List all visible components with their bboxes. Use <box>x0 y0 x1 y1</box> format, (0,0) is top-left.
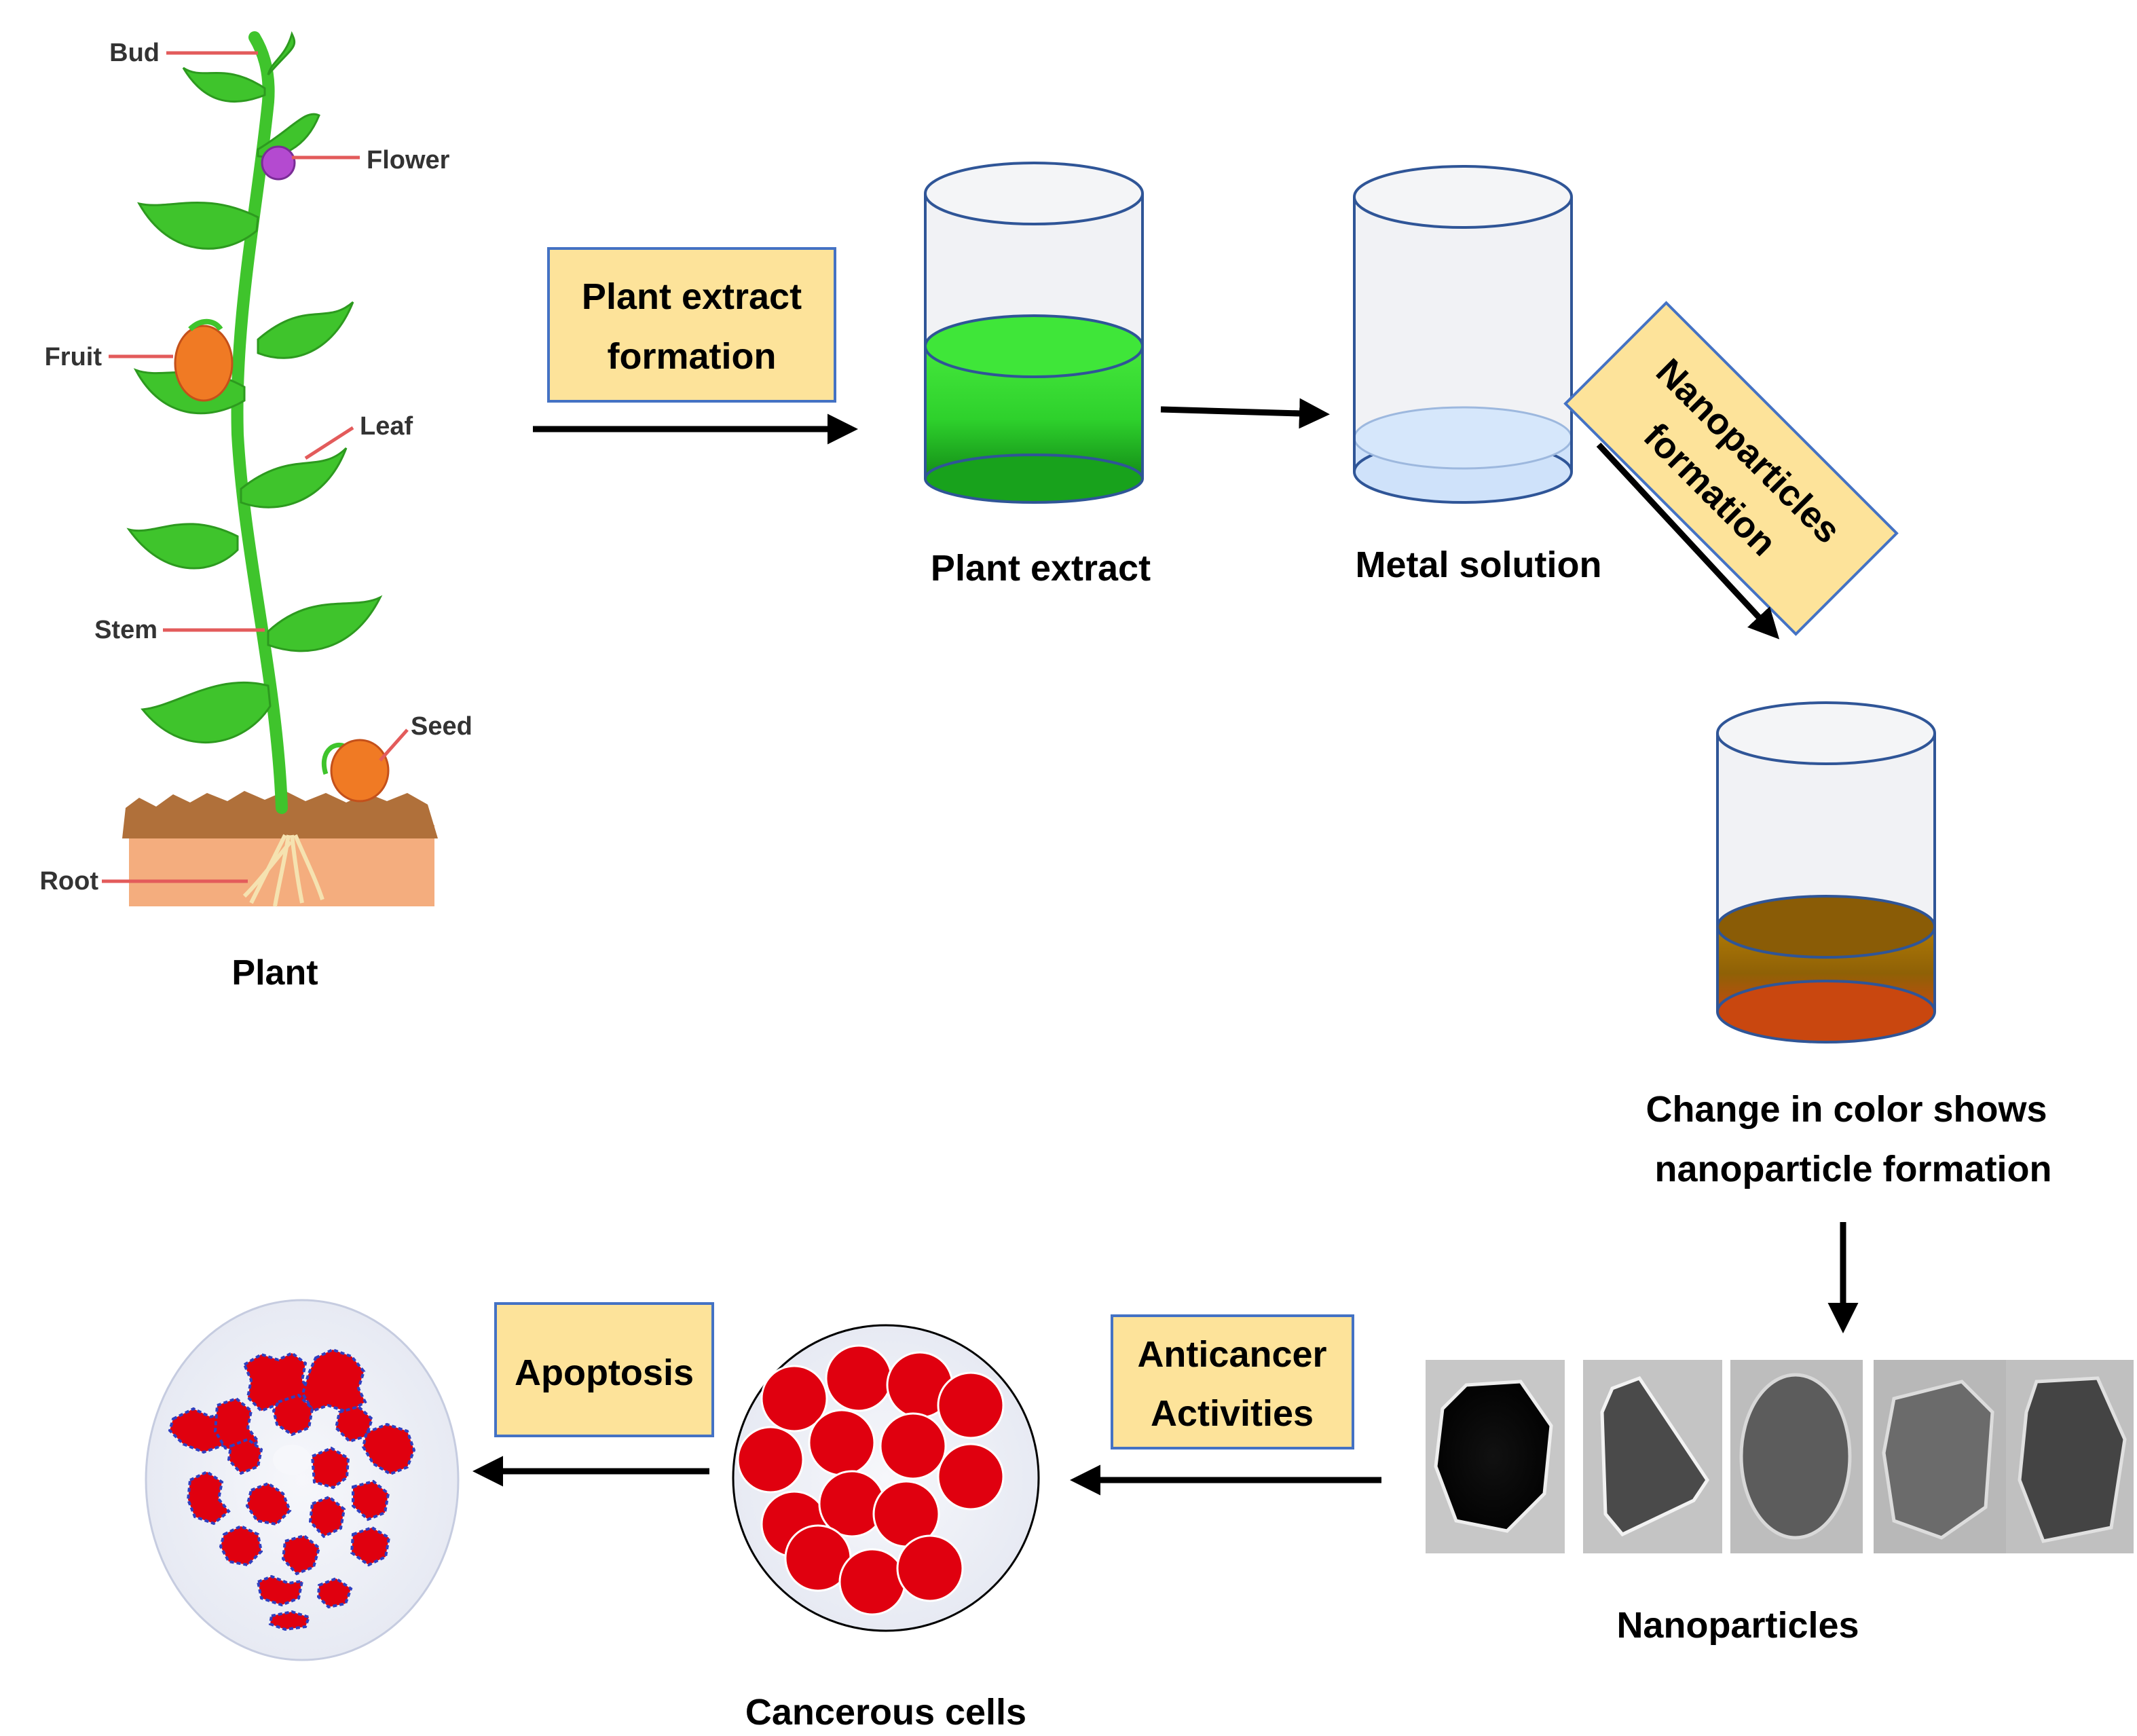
plant-stem <box>231 31 288 814</box>
apoptosis-label: Apoptosis <box>515 1352 694 1393</box>
color-change-beaker <box>1716 701 1936 1044</box>
anticancer-activities-line2: Activities <box>1151 1393 1314 1434</box>
plant-extract-label: Plant extract <box>931 548 1151 589</box>
soil-top <box>122 791 438 838</box>
anticancer-activities-line1: Anticancer <box>1137 1334 1326 1375</box>
anticancer-activities-box <box>1111 1314 1354 1449</box>
fruit <box>174 325 234 402</box>
color-change-line2: nanoparticle formation <box>1654 1149 2051 1189</box>
apoptotic-cell-fragments <box>168 1348 416 1631</box>
plant-extract-formation-box <box>547 247 836 403</box>
flower-label: Flower <box>367 146 450 174</box>
leaf-label: Leaf <box>360 412 413 441</box>
roots <box>242 834 324 907</box>
root-label: Root <box>39 867 98 895</box>
plant-label: Plant <box>231 953 318 993</box>
metal-solution-beaker <box>1353 165 1573 504</box>
nanoparticles-formation-box <box>1563 301 1899 636</box>
arrow-metal-to-np <box>1596 442 1780 640</box>
cancerous-cells <box>737 1344 1005 1616</box>
metal-solution-label: Metal solution <box>1356 544 1602 585</box>
plant-extract-formation-line1: Plant extract <box>582 276 802 317</box>
plant-illustration: Bud Flower Fruit Leaf Stem Seed Root <box>39 31 472 907</box>
plant-extract-beaker <box>924 162 1144 504</box>
nanoparticles-formation-box-group: Nanoparticles formation <box>1563 301 1899 636</box>
cancerous-cells-label: Cancerous cells <box>745 1692 1026 1733</box>
arrow-extract-to-metal <box>1160 398 1330 429</box>
part-pointers <box>102 51 409 883</box>
bud-label: Bud <box>109 39 160 67</box>
flower <box>261 145 296 181</box>
nanoparticle-micrographs <box>1426 1360 2134 1553</box>
apoptosis-box <box>494 1302 714 1437</box>
seed <box>330 739 390 802</box>
stem-label: Stem <box>94 616 157 644</box>
plant-extract-formation-line2: formation <box>608 336 777 377</box>
seed-label: Seed <box>411 712 472 741</box>
apoptotic-cells-dish <box>145 1299 460 1661</box>
nanoparticles-label: Nanoparticles <box>1616 1605 1859 1646</box>
plant-leaves <box>126 31 383 743</box>
color-change-line1: Change in color shows <box>1646 1089 2047 1130</box>
fruit-label: Fruit <box>45 343 103 371</box>
